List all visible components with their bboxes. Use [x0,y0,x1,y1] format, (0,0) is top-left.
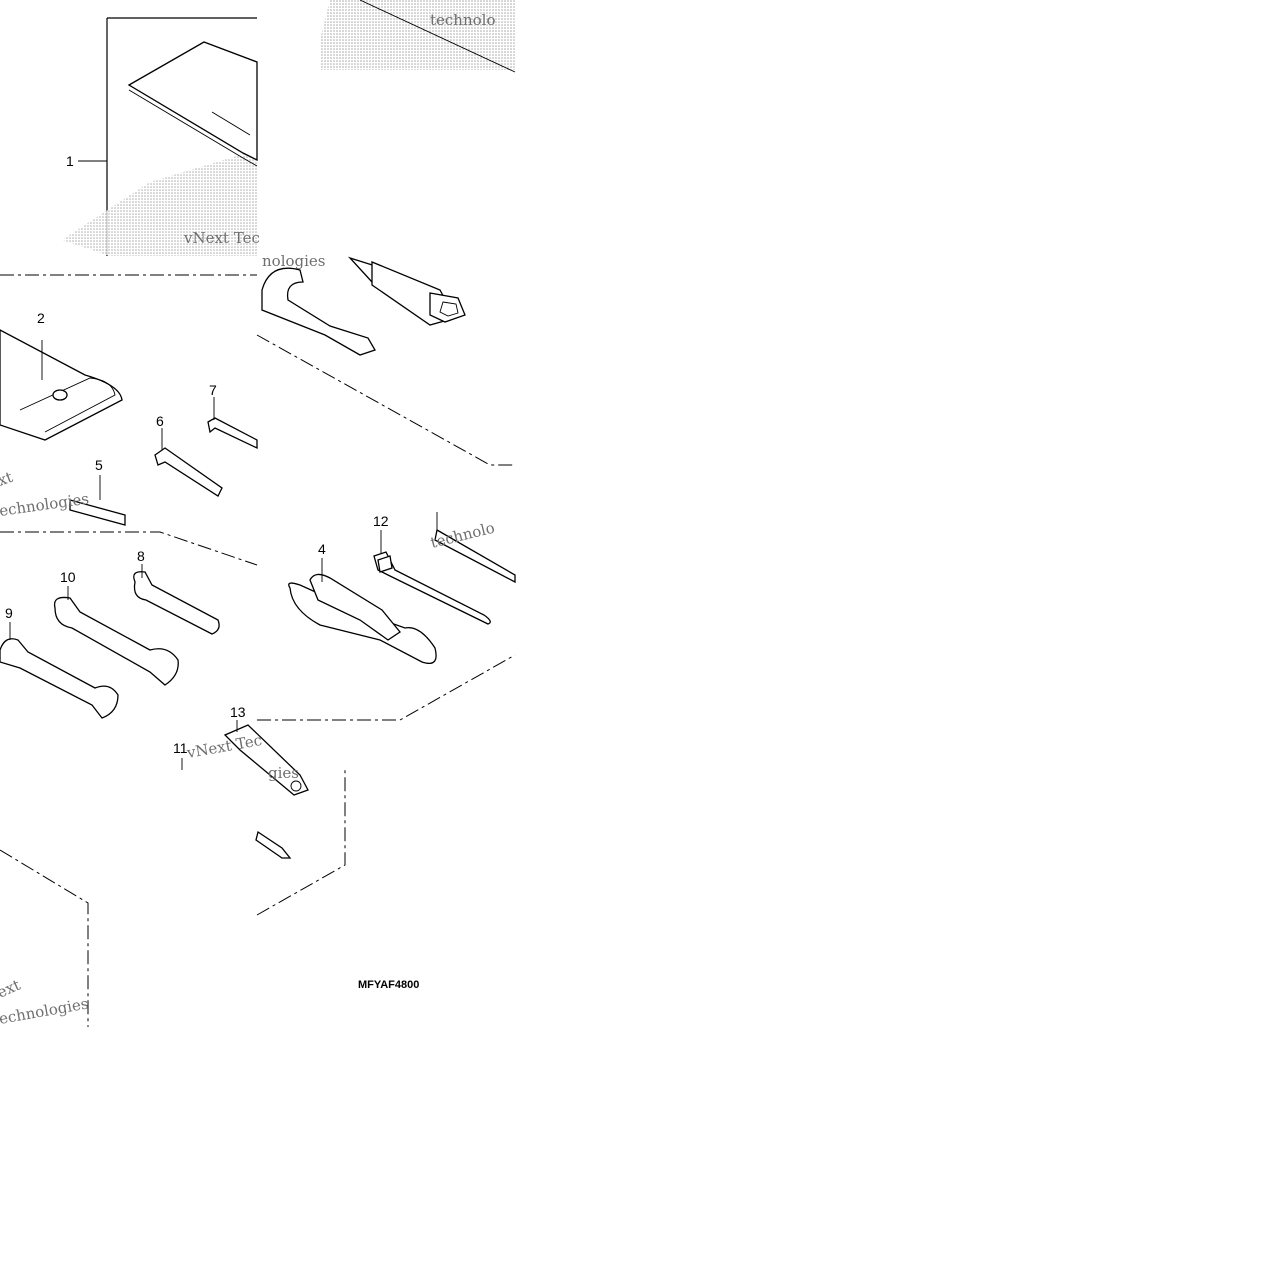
callout-10: 10 [60,569,76,585]
pliers [288,558,437,665]
separator-line [257,654,516,721]
screwdriver-handle-13 [223,724,309,796]
honda-logo-screen [320,0,515,70]
pin-spanner [261,267,376,356]
item-5-tool [69,475,126,526]
callout-9: 9 [5,605,13,621]
callout-11: 11 [173,740,188,756]
separator-line [0,531,258,566]
watermark-text: nologies [262,252,326,270]
open-end-wrenches [0,564,220,719]
separator-line [256,770,346,916]
tool-bag-body [0,329,123,441]
hex-keys [154,397,258,497]
wrench-8 [133,571,220,635]
callout-labels: 1 2 4 5 6 7 8 9 10 11 12 13 [5,153,389,756]
callout-2: 2 [37,310,45,326]
hex-socket-opening [439,301,459,317]
hex-key-7 [207,417,258,450]
tool-bag-flap [19,377,116,433]
panel-honda-logo: technolo [320,0,516,73]
screwdriver [373,512,516,625]
panel-owners-manual: vNext Tec [62,17,260,256]
manual-title-mark [211,111,251,136]
owners-manual-booklet [127,41,258,162]
watermark-text: technolo [430,11,496,29]
watermark-text: ext [0,976,23,1002]
watermark-screen [62,150,257,256]
pin-spanner-and-plug-wrench [261,256,466,356]
watermark-text: xt [0,468,15,490]
section-separators [0,274,516,1027]
hex-key-6 [154,447,223,497]
wrench-10 [53,596,179,686]
callout-1: 1 [66,153,74,169]
plug-wrench-hex-end [429,292,466,323]
pliers-handle-a [288,582,437,665]
manual-spine [128,89,258,167]
diagram-code: MFYAF4800 [358,979,419,991]
tool-bag [0,329,123,441]
screwdriver-shaft [373,551,491,625]
separator-line [0,849,89,1027]
tool-bag-snap [52,389,68,401]
watermark-text: echnologies [0,995,90,1028]
wrench-9 [0,638,119,719]
screwdriver-bit [255,830,292,859]
callout-4: 4 [318,541,326,557]
callout-8: 8 [137,548,145,564]
callout-5: 5 [95,457,103,473]
handle-socket [290,780,302,792]
pliers-handle-b [309,573,401,641]
callout-7: 7 [209,382,217,398]
callout-6: 6 [156,413,164,429]
watermark-text: gies [268,764,299,782]
logo-diagonal [359,0,516,73]
screwdriver-grip [377,555,393,573]
separator-line [256,334,515,466]
screwdriver-handle-and-bit [181,720,309,859]
watermark-text: echnologies [0,490,90,520]
watermark-text: vNext Tec [183,229,260,247]
extension-bar [434,528,516,584]
callout-12: 12 [373,513,389,529]
item-5-body [69,499,126,526]
callout-13: 13 [230,704,246,720]
